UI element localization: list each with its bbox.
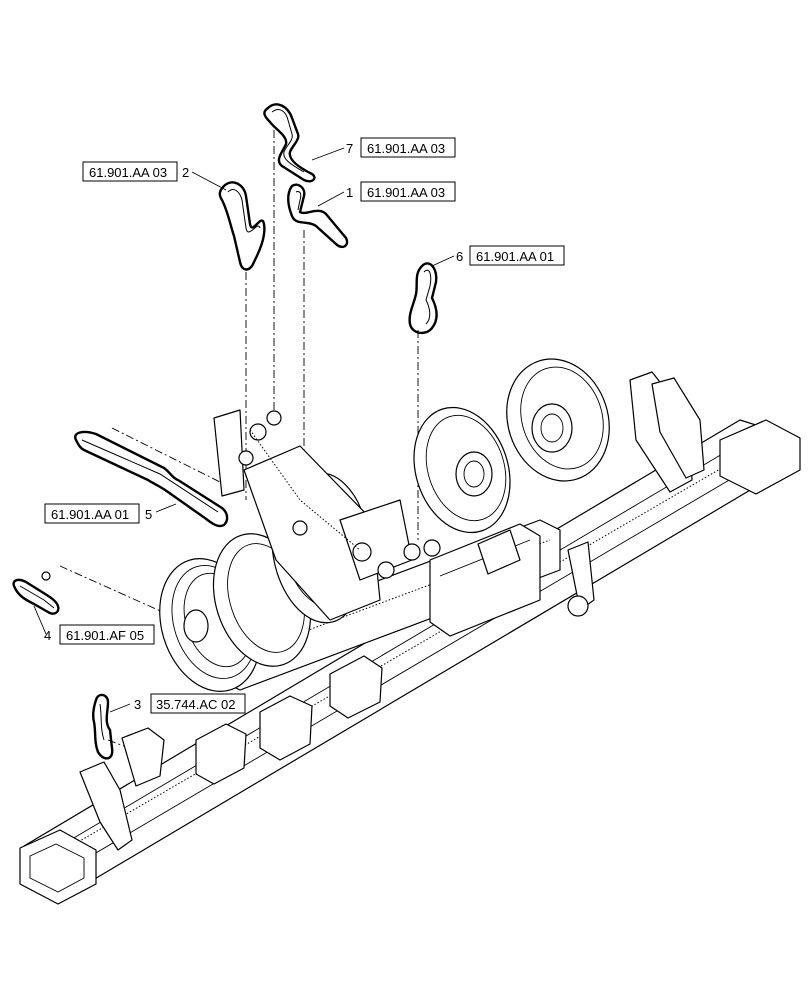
callout-reference: 61.901.AA 03 [367, 185, 445, 200]
callout-2[interactable]: 61.901.AA 03 2 [82, 161, 227, 191]
gauge-wheel-rear-middle [413, 406, 511, 534]
callout-6[interactable]: 6 61.901.AA 01 [431, 245, 565, 267]
belt-3 [91, 693, 114, 760]
assembly-center-lines [59, 130, 419, 757]
drive-assembly [41, 409, 441, 621]
callout-reference: 35.744.AC 02 [156, 697, 236, 712]
callout-reference: 61.901.AF 05 [66, 628, 144, 643]
callout-number: 3 [134, 697, 141, 712]
callout-number: 2 [182, 165, 189, 180]
callout-7[interactable]: 7 61.901.AA 03 [311, 137, 456, 161]
belt-7 [263, 103, 316, 183]
callout-reference: 61.901.AA 01 [51, 507, 129, 522]
belt-6 [408, 262, 438, 335]
callout-number: 4 [44, 628, 51, 643]
gauge-wheel-rear-right [506, 358, 610, 482]
callout-number: 1 [346, 185, 353, 200]
callout-3[interactable]: 3 35.744.AC 02 [109, 693, 246, 714]
callout-number: 5 [145, 507, 152, 522]
callout-reference: 61.901.AA 03 [367, 141, 445, 156]
row-unit-frame [219, 519, 561, 691]
callout-reference: 61.901.AA 03 [89, 165, 167, 180]
callout-reference: 61.901.AA 01 [476, 249, 554, 264]
belt-4 [12, 578, 60, 615]
callout-number: 7 [346, 141, 353, 156]
callout-5[interactable]: 61.901.AA 01 5 [44, 503, 177, 524]
callout-4[interactable]: 4 61.901.AF 05 [33, 605, 155, 645]
belt-5 [74, 430, 229, 528]
callout-number: 6 [456, 249, 463, 264]
belt-1 [287, 183, 349, 249]
toolbar-frame [19, 371, 801, 905]
callout-1[interactable]: 1 61.901.AA 03 [317, 181, 456, 207]
belt-2 [218, 181, 266, 271]
